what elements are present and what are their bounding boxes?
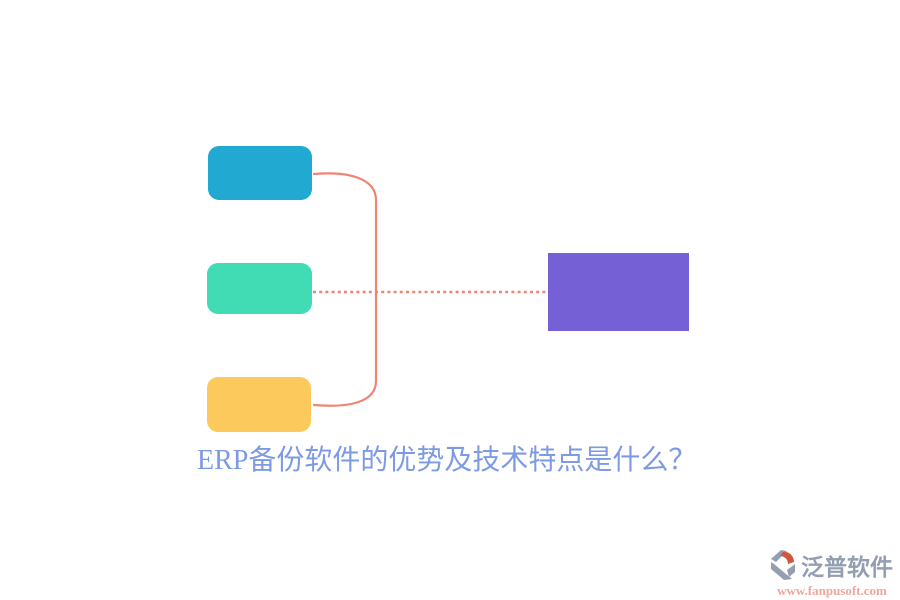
brand-url: www.fanpusoft.com xyxy=(777,583,887,598)
fanpu-logo-icon xyxy=(768,548,800,582)
brand-watermark: 泛普软件 www.fanpusoft.com xyxy=(768,548,896,599)
node-branch-bottom xyxy=(207,377,311,432)
node-root xyxy=(548,253,689,331)
node-branch-top xyxy=(208,146,312,200)
brand-name: 泛普软件 xyxy=(801,555,893,580)
node-branch-middle xyxy=(207,263,312,314)
bracket-connector xyxy=(312,172,378,407)
diagram-caption: ERP备份软件的优势及技术特点是什么？ xyxy=(197,445,697,476)
